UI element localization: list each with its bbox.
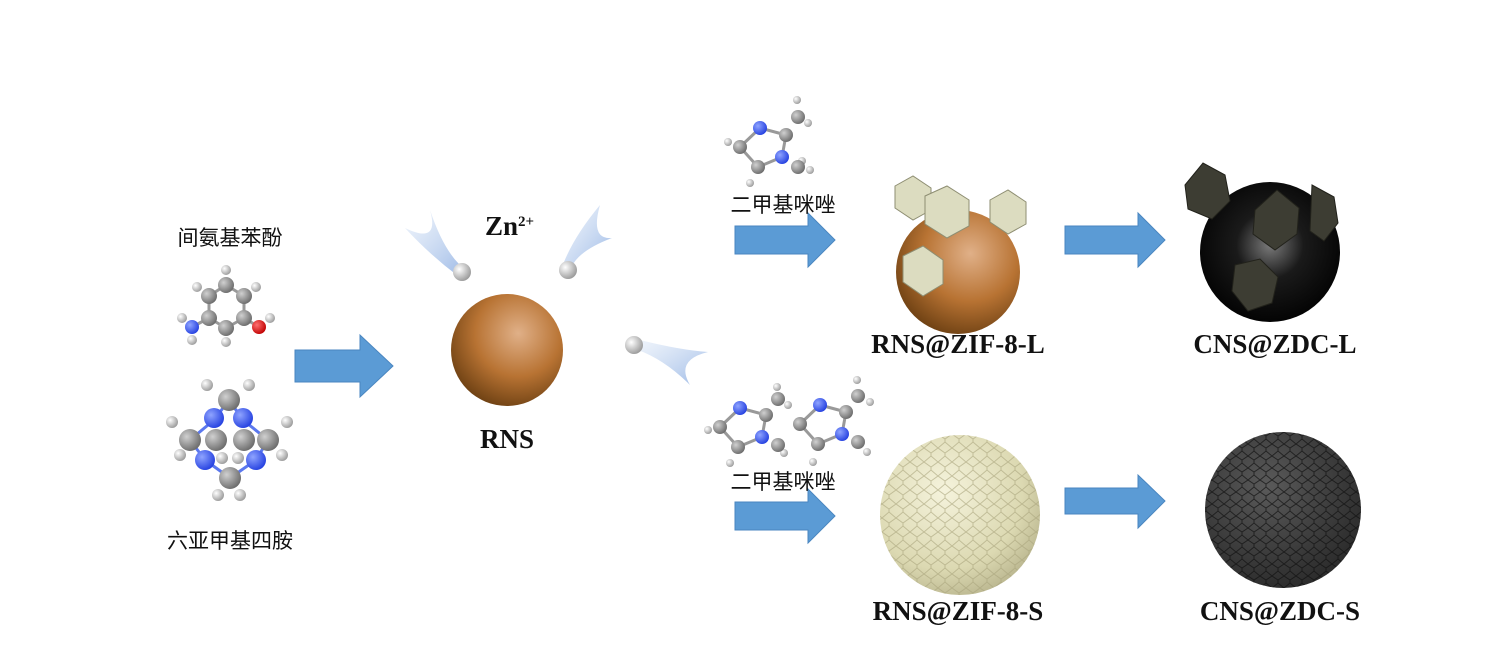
rns-sphere	[451, 294, 563, 406]
arrow-to-zif-l	[734, 211, 836, 269]
arrow-to-zif-s	[734, 487, 836, 545]
arrow-to-zdc-s	[1064, 473, 1166, 530]
ligand-top-label: 二甲基咪唑	[731, 193, 836, 217]
hexamine-label: 六亚甲基四胺	[167, 529, 293, 553]
zdc-s-label: CNS@ZDC-S	[1200, 596, 1360, 626]
zif-8-l-label: RNS@ZIF-8-L	[871, 329, 1045, 359]
methylimidazole-molecule	[793, 376, 874, 466]
rns-label: RNS	[480, 424, 534, 454]
zdc-l-label: CNS@ZDC-L	[1193, 329, 1356, 359]
aminophenol-molecule	[177, 265, 275, 347]
rns-zif-8-l-particle	[894, 175, 1027, 334]
zif-8-s-label: RNS@ZIF-8-S	[873, 596, 1044, 626]
arrow-to-rns	[294, 333, 394, 399]
hexamine-molecule	[166, 379, 293, 501]
cns-zdc-s-particle	[1205, 432, 1361, 588]
methylimidazole-molecule	[704, 383, 792, 467]
aminophenol-label: 间氨基苯酚	[178, 226, 283, 250]
methylimidazole-molecule	[724, 96, 814, 187]
zn-label: Zn2+	[485, 211, 534, 241]
ligand-bottom-label: 二甲基咪唑	[731, 470, 836, 494]
rns-zif-8-s-particle	[880, 435, 1040, 595]
zn-ions	[405, 205, 708, 385]
arrow-to-zdc-l	[1064, 211, 1166, 269]
cns-zdc-l-particle	[1184, 162, 1340, 322]
